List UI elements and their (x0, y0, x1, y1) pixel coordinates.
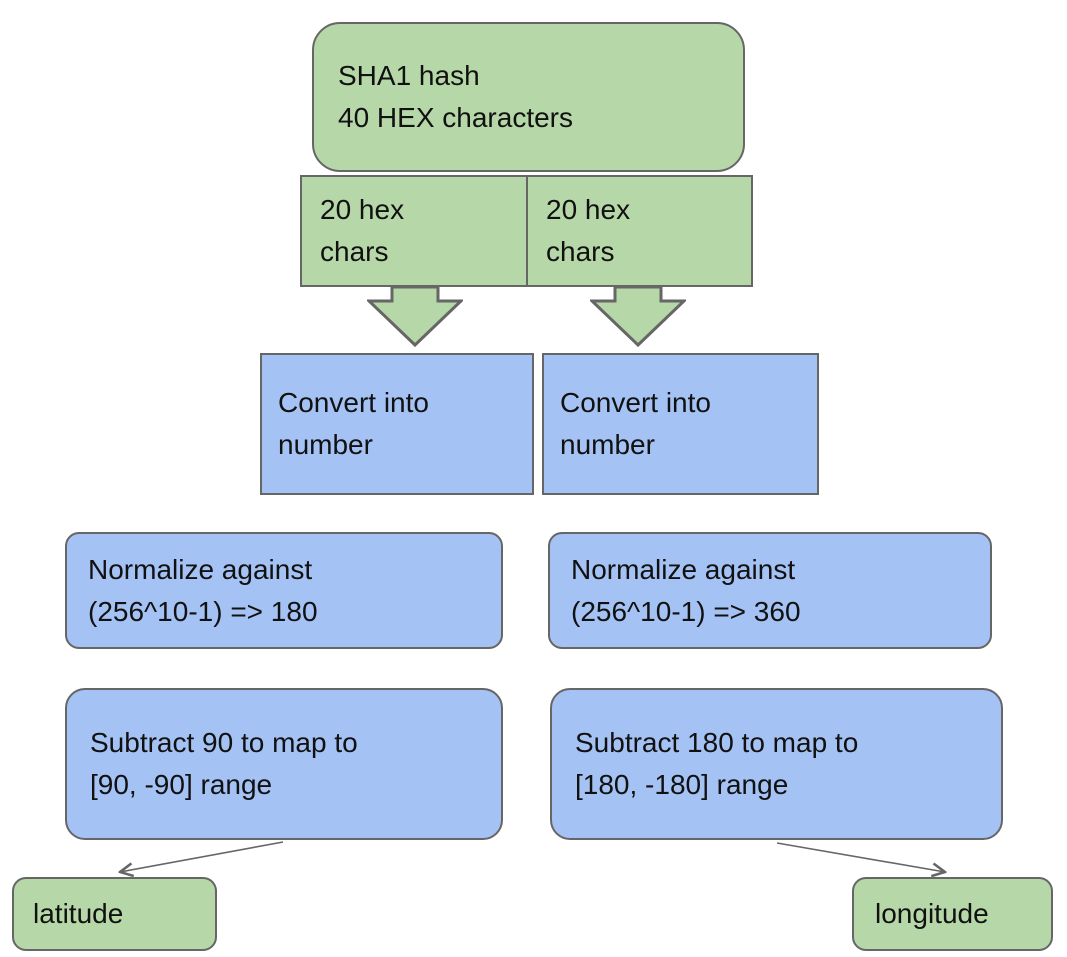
block-down-arrow-right-icon (590, 287, 686, 348)
longitude-node: longitude (852, 877, 1053, 951)
subtract-90-line1: Subtract 90 to map to (90, 727, 358, 758)
latitude-label: latitude (33, 898, 124, 929)
latitude-arrow-line (120, 841, 284, 872)
normalize-360-line2: (256^10-1) => 360 (571, 595, 801, 627)
longitude-arrow-line (776, 842, 945, 872)
normalize-360-line1: Normalize against (571, 553, 796, 585)
convert-number-right-node: Convert into number (542, 353, 819, 495)
convert-number-left-node: Convert into number (260, 353, 534, 495)
subtract-180-line2: [180, -180] range (575, 769, 789, 800)
hex-chars-right-line2: chars (546, 236, 615, 267)
convert-number-right-line2: number (560, 429, 655, 460)
sha1-hash-line2: 40 HEX characters (338, 102, 573, 133)
latitude-node: latitude (12, 877, 217, 951)
subtract-90-node: Subtract 90 to map to [90, -90] range (65, 688, 503, 840)
normalize-360-node: Normalize against (256^10-1) => 360 (548, 532, 992, 649)
subtract-90-line2: [90, -90] range (90, 769, 273, 800)
hex-chars-right-line1: 20 hex (546, 194, 631, 225)
normalize-180-line1: Normalize against (88, 553, 313, 585)
normalize-180-node: Normalize against (256^10-1) => 180 (65, 532, 503, 649)
normalize-180-line2: (256^10-1) => 180 (88, 595, 318, 627)
hex-chars-left-line1: 20 hex (320, 194, 405, 225)
block-down-arrow-left-icon (367, 287, 463, 348)
subtract-180-node: Subtract 180 to map to [180, -180] range (550, 688, 1003, 840)
sha1-hash-line1: SHA1 hash (338, 60, 480, 91)
hex-chars-right-node: 20 hex chars (526, 175, 753, 287)
hex-chars-left-line2: chars (320, 236, 389, 267)
convert-number-right-line1: Convert into (560, 387, 711, 418)
convert-number-left-line1: Convert into (278, 387, 429, 418)
hex-chars-left-node: 20 hex chars (300, 175, 528, 287)
subtract-180-line1: Subtract 180 to map to (575, 727, 859, 758)
convert-number-left-line2: number (278, 429, 373, 460)
sha1-hash-node: SHA1 hash 40 HEX characters (312, 22, 745, 172)
longitude-label: longitude (875, 898, 989, 929)
